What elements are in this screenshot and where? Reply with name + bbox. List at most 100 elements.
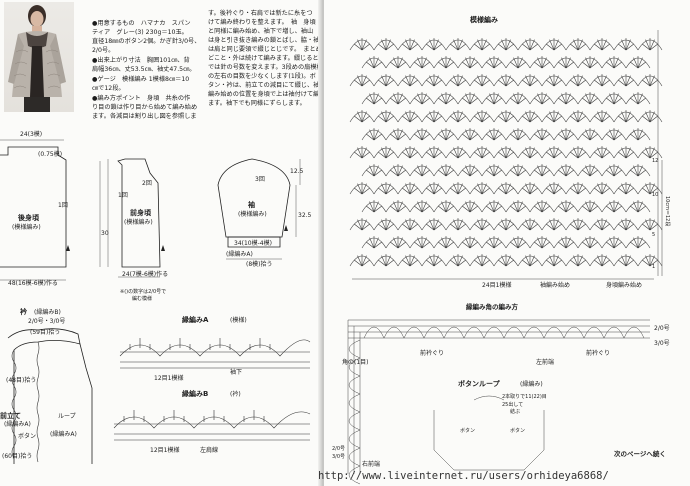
front-row2: 1回 [118, 192, 128, 199]
point-line: り目の鎖は作り目から始めて編み始め [92, 104, 198, 111]
pattern-chart-grid [349, 38, 663, 267]
loop-label: ループ [58, 413, 76, 420]
edge-b-edge: 左肩線 [200, 446, 218, 454]
front-side: 30 [101, 230, 109, 237]
edge-a-sub: (模様) [230, 316, 247, 324]
collar-pick: (59目)拾う [30, 328, 60, 336]
pattern-start: 袖編み始め [540, 281, 570, 289]
edge-b-sub: (衿) [230, 390, 241, 398]
needle-mark: 2/0号 [654, 325, 670, 332]
sleeve-dim: 32.5 [298, 212, 312, 219]
back-dim-top: 24(3模) [20, 130, 42, 138]
back-title: 後身頃 [17, 213, 40, 222]
schematic-diagrams: 24(3模) (0.75模) 後身頃 (模様編み) 1回 48(16模-6模)作… [0, 130, 312, 302]
instruction-line: けて編み終わりを整えます。 袖 身頃 [208, 19, 316, 26]
back-pick: (60目)拾う [2, 452, 32, 460]
sleeve-cuff-sub: (縁編みA) [226, 250, 253, 258]
pattern-body-start: 身頃編み始め [606, 281, 642, 289]
corner-right-front: 右前端 [362, 460, 380, 468]
loop-button-r: ボタン [510, 427, 525, 434]
loop-button-l: ボタン [460, 427, 475, 434]
materials-line: ティア グレー(3) 230g＝10玉。 [92, 29, 188, 36]
row-mark: 5 [652, 232, 655, 238]
front-pick: (48目)拾う [6, 376, 36, 384]
sleeve-sub: (模様編み) [238, 210, 267, 218]
point-line: ます。各減目は割り出し図を参照しま [92, 113, 197, 120]
loop-note: 25出して [502, 401, 523, 408]
collar-diagram: 衿 (縁編みB) 2/0号・3/0号 (59目)拾う (48目)拾う 前立て (… [0, 307, 93, 464]
edge-b-repeat: 12目1模様 [150, 446, 179, 454]
instruction-line: タン・衿は、前立ての減目にて綴じ、袖 [208, 82, 320, 89]
instruction-line: の左右の目数を少なくします(1段)。ボ [208, 73, 316, 80]
corner-left-front: 左前端 [536, 358, 554, 366]
model-photo [4, 2, 74, 112]
gauge-line: ●ゲージ 模様編み 1模様8㎝＝10 [92, 76, 190, 83]
back-sub: (模様編み) [12, 223, 41, 231]
front-row: 2回 [142, 180, 152, 187]
point-line: ●編み方ポイント 身頃 共糸の作 [92, 95, 191, 102]
loop-note: 結ぶ [510, 408, 520, 415]
back-row: 1回 [58, 202, 68, 209]
collar-needle: 2/0号・3/0号 [28, 318, 65, 325]
back-dim-side: (0.75模) [38, 150, 62, 158]
instruction-line: どこと・外は続けて編みます。綴じるときは、縁 [208, 55, 344, 62]
edge-a-repeat: 12目1模様 [154, 374, 183, 382]
needle-mark: 3/0号 [332, 454, 345, 460]
pattern-title: 模様編み [470, 15, 498, 24]
sleeve-title: 袖 [247, 200, 255, 209]
sleeve-width: (8模)拾う [246, 260, 273, 268]
edge-b-title: 縁編みB [182, 389, 208, 398]
corner-mark: 角の(1目) [342, 358, 369, 366]
row-mark: 12 [652, 158, 658, 164]
sleeve-row: 3回 [255, 176, 265, 183]
materials-line: 直径18㎜のボタン2個。かぎ針3/0号、 [92, 38, 201, 45]
instruction-line: す。後衿ぐり・右肩では新たに糸をつ [208, 10, 313, 17]
front-band-sub: (縁編みA) [4, 420, 31, 428]
left-page: ●用意するもの ハマナカ スパン ティア グレー(3) 230g＝10玉。 直径… [0, 0, 343, 486]
instruction-line: 編み始めの位置を身頃で上は袖付けて編み [208, 91, 326, 98]
collar-title: 衿 [20, 307, 28, 316]
row-mark: 10 [652, 192, 658, 198]
size-line: 肩幅36㎝、丈53.5㎝、袖丈47.5㎝。 [92, 66, 196, 73]
corner-front-l: 前衿ぐり [420, 349, 444, 357]
pattern-repeat: 24目1模様 [482, 281, 511, 289]
edge-a-label: (縁編みA) [50, 430, 77, 438]
corner-front-r: 前衿ぐり [586, 349, 610, 357]
edge-a-edge: 袖下 [230, 368, 242, 376]
corner-title: 縁編み角の編み方 [466, 302, 519, 311]
right-page: 模様編み 24目1模様 袖編み始め 身頃編み始め 10cm＝12段 12 10 … [318, 0, 690, 486]
edge-a-title: 縁編みA [182, 315, 209, 324]
instruction-line: は身と引き抜き編みの鎖とばし、脇・袖下 [208, 37, 326, 44]
instruction-line: と同様に編み始め、袖下で増し、袖山 [208, 28, 314, 35]
edge-a-chart: 縁編みA (模様) 12目1模様 袖下 [119, 315, 311, 382]
size-line: ●出来上がり寸法 胸囲101㎝、背 [92, 57, 190, 64]
piece-note: ※()の数字は2/0号で [120, 288, 166, 295]
instruction-line: は肩と同じ要領で綴じとじです。 まとめ 肩は [208, 46, 341, 53]
button-label: ボタン [18, 432, 36, 440]
back-width: 48(16模-6模)作る [8, 279, 58, 287]
front-band-title: 前立て [0, 411, 21, 420]
materials-line: ●用意するもの ハマナカ スパン [92, 20, 191, 27]
source-url: http://www.liveinternet.ru/users/orhidey… [318, 470, 609, 482]
loop-sub: (縁編み) [520, 380, 543, 388]
instruction-line: ます。袖下でも同様にずらします。 [208, 100, 306, 107]
front-title: 前身頃 [130, 208, 152, 217]
loop-title: ボタンループ [458, 379, 501, 388]
sleeve-dim2: 12.5 [290, 168, 304, 175]
pattern-rows: 10cm＝12段 [664, 196, 671, 226]
loop-note: 2本取りで11(22)目 [502, 393, 547, 400]
model-illustration [8, 5, 66, 112]
needle-mark: 3/0号 [654, 340, 670, 347]
binding-gutter [318, 0, 328, 486]
collar-title-sub: (縁編みB) [34, 308, 61, 316]
instruction-line: では針の号数を変えます。3段めの扇模様 [208, 64, 323, 71]
materials-line: 2/0号。 [92, 47, 115, 54]
front-width: 24(7模-6模)作る [122, 270, 168, 278]
needle-mark: 2/0号 [332, 446, 345, 452]
sleeve-cuff: 34(10模-4模) [234, 239, 272, 247]
edge-b-chart: 縁編みB (衿) 12目1模様 左肩線 [113, 389, 311, 454]
front-sub: (模様編み) [124, 218, 153, 226]
row-mark: 1 [652, 264, 655, 270]
right-page-charts: 模様編み 24目1模様 袖編み始め 身頃編み始め 10cm＝12段 12 10 … [332, 15, 671, 485]
